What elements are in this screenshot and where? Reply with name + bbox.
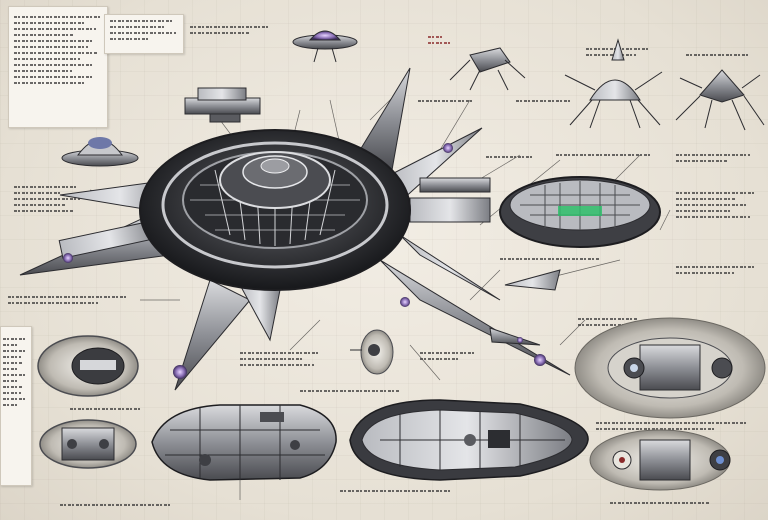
note-card-left	[0, 326, 32, 486]
note-card-top-left	[8, 6, 108, 128]
annotation-block-right-band	[676, 262, 760, 278]
probe-small	[350, 329, 394, 375]
crab-drone-right	[675, 69, 765, 131]
crab-drone-center	[564, 38, 663, 129]
saucer-dome	[61, 137, 139, 167]
capsule-lower-left	[39, 419, 137, 469]
cruiser-side-view	[151, 404, 337, 481]
annotation-block-top	[110, 16, 178, 44]
engine-section-right	[574, 317, 766, 419]
small-saucer	[292, 30, 358, 63]
annotation-block-left-upper	[70, 404, 150, 414]
annotation-red-marks	[428, 32, 458, 48]
wing-piece-mid	[504, 269, 561, 291]
small-fighter	[489, 327, 541, 346]
main-starship	[19, 67, 571, 391]
annotation-block-center-mid	[486, 152, 546, 162]
annotation-block-right-low	[596, 418, 756, 434]
annotation-block-center-low	[240, 348, 330, 370]
annotation-block-center-right	[556, 150, 656, 160]
annotation-block-top-left	[14, 12, 100, 88]
annotation-block-bottom-center	[340, 486, 460, 496]
annotation-block-top-mid	[418, 96, 478, 106]
annotation-block-top-far-right	[686, 50, 756, 60]
annotation-block-left-card	[3, 334, 27, 410]
annotation-block-mid-low	[420, 348, 480, 364]
annotation-block-bottom-right	[610, 498, 720, 508]
station-module	[184, 87, 261, 123]
capsule-left	[37, 335, 139, 397]
annotation-block-center-low2	[300, 386, 410, 396]
annotation-block-bottom-left	[60, 500, 180, 510]
annotation-block-right-mid	[676, 188, 760, 222]
annotation-block-top-mid2	[516, 96, 576, 106]
oval-pod-right	[499, 176, 661, 248]
cruiser-top-view	[349, 399, 589, 481]
annotation-block-mid-right	[578, 314, 648, 330]
annotation-block-top-center	[190, 22, 280, 38]
crab-drone-left	[449, 47, 526, 91]
annotation-block-left-mid	[14, 182, 84, 216]
engine-section-lower-right	[589, 429, 731, 491]
annotation-block-midline	[500, 254, 610, 264]
annotation-block-left-low	[8, 292, 138, 308]
annotation-block-right-upper	[676, 150, 760, 166]
